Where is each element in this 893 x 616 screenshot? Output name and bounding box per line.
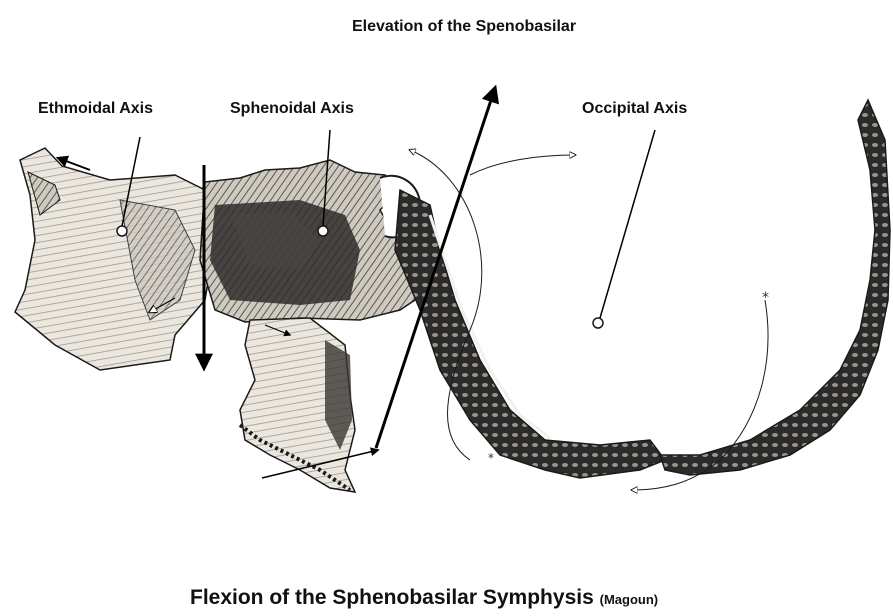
occipital-axis-leader (600, 130, 655, 318)
occipital-rotation-arrow-top (470, 155, 575, 175)
asterisk-mark: * (762, 290, 769, 306)
occipital-squama (660, 100, 890, 475)
sphenoidal-axis-point (318, 226, 328, 236)
caption-source: (Magoun) (600, 592, 658, 607)
ethmoidal-axis-point (117, 226, 127, 236)
asterisk-mark-lower: * (488, 451, 494, 465)
figure-caption: Flexion of the Sphenobasilar Symphysis (… (190, 586, 658, 610)
occipital-axis-point (593, 318, 603, 328)
pterygoid-process (240, 318, 355, 492)
ethmoid-bone (15, 148, 215, 370)
caption-main: Flexion of the Sphenobasilar Symphysis (190, 586, 594, 609)
